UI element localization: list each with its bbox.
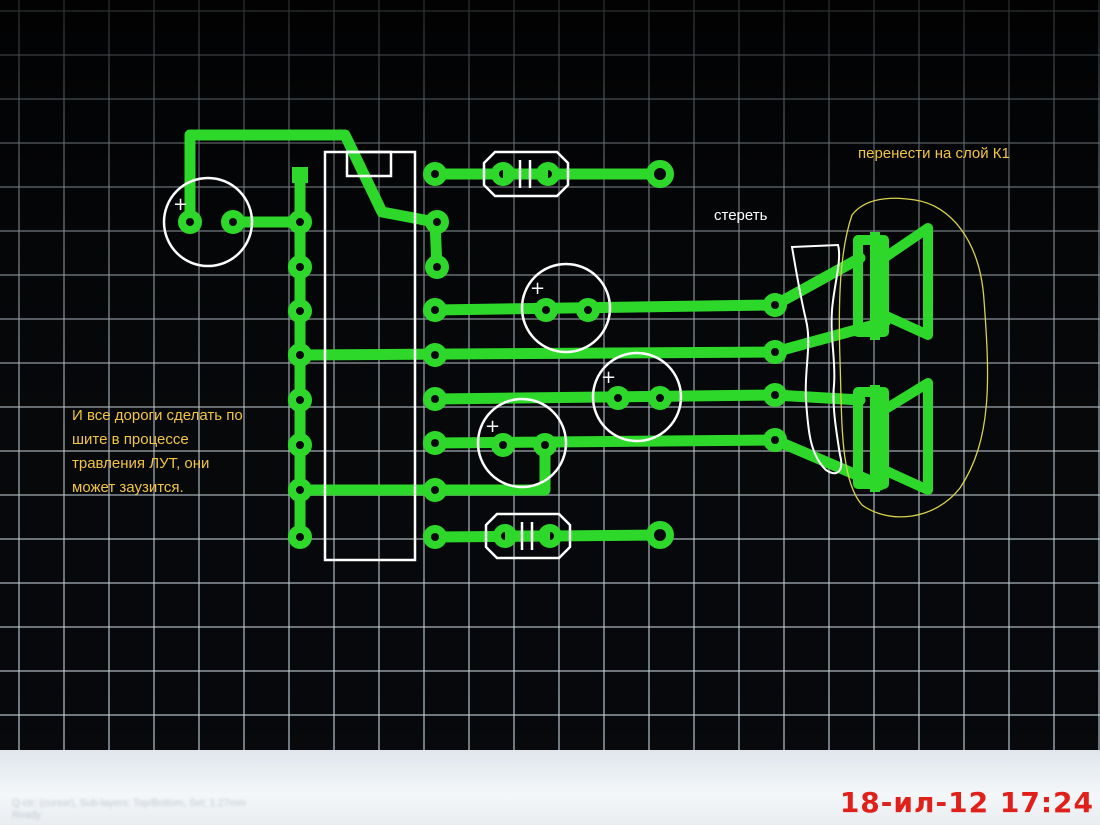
pad-right-1[interactable] [423, 162, 447, 186]
pad-left-3[interactable] [288, 255, 312, 279]
pad-end-bottom[interactable] [646, 521, 674, 549]
capacitor-film-top[interactable] [482, 150, 570, 198]
pad-left-2[interactable] [288, 210, 312, 234]
pad-right-3[interactable] [425, 255, 449, 279]
track-row-5[interactable] [429, 434, 781, 449]
status-bar: Q-ctr: (cursor), Sub-layers: Top/Bottom,… [0, 750, 1100, 825]
annotation-line-3: травления ЛУТ, они [72, 455, 210, 472]
annotation-erase: стереть [714, 207, 768, 224]
status-line-2: Ready [12, 810, 41, 821]
status-line-1: Q-ctr: (cursor), Sub-layers: Top/Bottom,… [12, 798, 246, 809]
track-row-2[interactable] [429, 299, 781, 316]
track-speaker-1a[interactable] [769, 252, 866, 311]
pad-left-4[interactable] [288, 299, 312, 323]
pcb-layout[interactable]: + + + + [0, 0, 1100, 750]
pad-right-5[interactable] [423, 343, 447, 367]
polarity-plus: + [530, 278, 545, 299]
pad-right-4[interactable] [423, 298, 447, 322]
capacitor-film-bottom[interactable] [484, 512, 572, 560]
pad-speaker-3[interactable] [763, 383, 787, 407]
pad-right-6[interactable] [423, 387, 447, 411]
capacitor-electrolytic-3[interactable]: + [591, 351, 683, 443]
capacitor-electrolytic-2[interactable]: + [520, 262, 612, 354]
pcb-canvas[interactable]: + + + + [0, 0, 1100, 750]
pad-left-7[interactable] [288, 433, 312, 457]
track-speaker-2b[interactable] [769, 434, 886, 491]
annotation-line-2: шите в процессе [72, 431, 189, 448]
pad-right-8[interactable] [423, 478, 447, 502]
speaker-2[interactable] [853, 378, 933, 495]
pad-square[interactable] [292, 167, 308, 183]
ic-outline[interactable] [323, 150, 417, 562]
pads[interactable] [288, 160, 787, 549]
pad-end-top[interactable] [646, 160, 674, 188]
pad-left-8[interactable] [288, 478, 312, 502]
track-row-4[interactable] [429, 389, 781, 405]
pad-right-2[interactable] [425, 210, 449, 234]
pad-speaker-1[interactable] [763, 293, 787, 317]
pad-right-7[interactable] [423, 431, 447, 455]
annotation-move-to-layer: перенести на слой К1 [858, 145, 1010, 162]
track-row-6[interactable] [294, 439, 551, 496]
track-row-3[interactable] [294, 346, 781, 361]
photo-timestamp: 18-ил-12 17:24 [839, 786, 1094, 819]
speaker-1[interactable] [853, 223, 933, 340]
polarity-plus: + [601, 367, 616, 388]
pad-speaker-4[interactable] [763, 428, 787, 452]
annotation-line-1: И все дороги сделать по [72, 407, 243, 424]
pad-left-5[interactable] [288, 343, 312, 367]
capacitor-electrolytic-4[interactable]: + [476, 397, 568, 489]
pad-left-6[interactable] [288, 388, 312, 412]
capacitor-electrolytic-1[interactable]: + [162, 176, 254, 268]
pad-right-9[interactable] [423, 525, 447, 549]
polarity-plus: + [485, 416, 500, 437]
track-top-loop[interactable] [184, 129, 443, 274]
layer-outline-marker [838, 197, 989, 518]
pad-left-9[interactable] [288, 525, 312, 549]
annotation-line-4: может заузится. [72, 479, 184, 496]
track-speaker-2a[interactable] [769, 389, 866, 406]
annotation-tracks-note: И все дороги сделать по шите в процессе … [72, 404, 243, 500]
erase-outline-marker [790, 243, 843, 475]
polarity-plus: + [173, 194, 188, 215]
pad-speaker-2[interactable] [763, 340, 787, 364]
